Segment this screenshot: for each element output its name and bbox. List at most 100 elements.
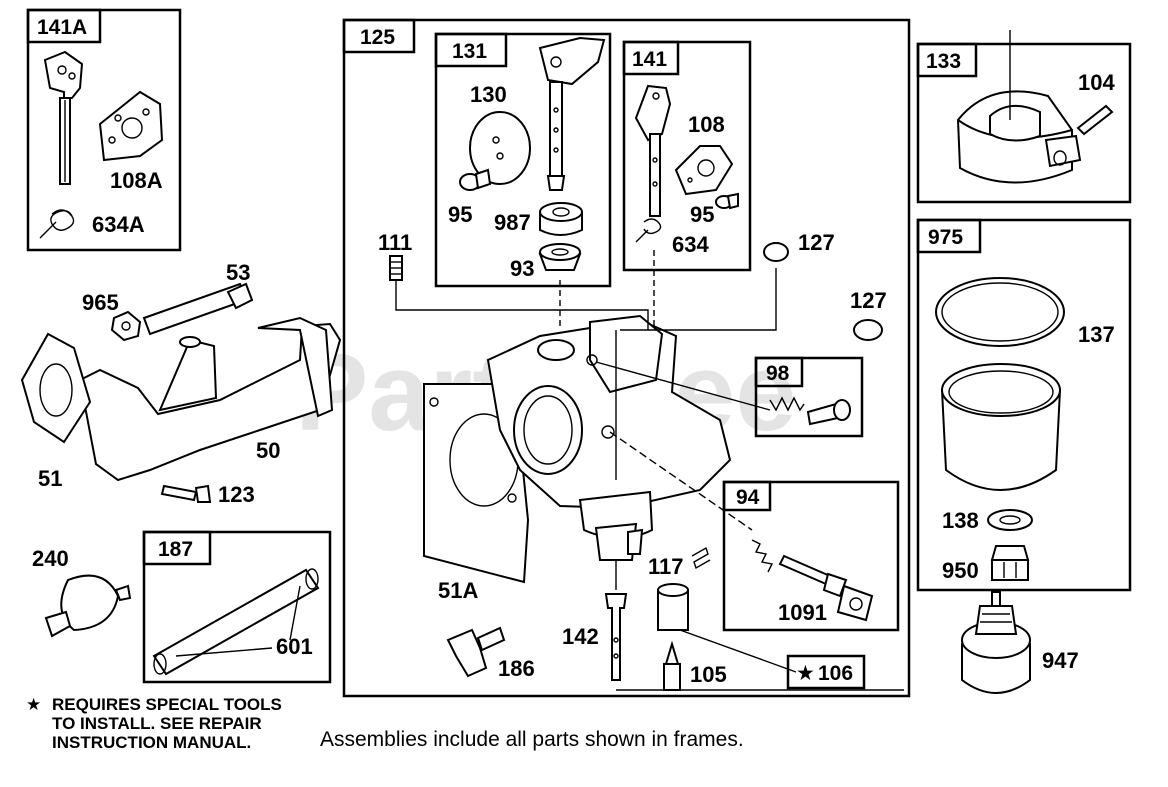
- bolt-123-part: [160, 484, 212, 503]
- screw-95-141-part: [715, 192, 739, 210]
- label-950: 950: [942, 558, 979, 583]
- frame-187: 187 601: [142, 530, 332, 684]
- frame-125: 125: [342, 18, 911, 698]
- nut-965-part: [110, 310, 142, 342]
- label-1091: 1091: [778, 600, 827, 625]
- cap-127-upper-part: [763, 242, 789, 262]
- label-130: 130: [470, 82, 507, 107]
- label-127-lower: 127: [850, 288, 887, 313]
- leader-601-a: [175, 647, 273, 657]
- frame-label-975: 975: [928, 226, 963, 249]
- solenoid-947-part: [961, 591, 1031, 694]
- label-186: 186: [498, 656, 535, 681]
- note-star: ★: [26, 695, 41, 714]
- frame-141: 141 108 95 634: [622, 40, 752, 272]
- leader-601-b: [289, 585, 301, 641]
- label-127-upper: 127: [798, 230, 835, 255]
- fitting-186-part: [446, 626, 506, 678]
- choke-shaft-part: [43, 50, 84, 185]
- bowl-nut-950-part: [990, 545, 1030, 581]
- fuel-filter-240-part: [44, 574, 132, 638]
- label-965: 965: [82, 290, 119, 315]
- note-line-2: TO INSTALL. SEE REPAIR: [52, 714, 262, 733]
- label-50: 50: [256, 438, 280, 463]
- label-51A: 51A: [438, 578, 478, 603]
- seat-105-part: [657, 583, 689, 631]
- choke-shaft-141-part: [634, 84, 672, 217]
- label-51: 51: [38, 466, 62, 491]
- frame-label-98: 98: [766, 362, 790, 385]
- label-240: 240: [32, 546, 69, 571]
- frame-label-141: 141: [632, 48, 667, 71]
- frame-label-106-star: ★: [796, 662, 815, 685]
- spring-94-part: [751, 539, 774, 573]
- label-123: 123: [218, 482, 255, 507]
- label-95-choke: 95: [690, 202, 714, 227]
- float-bowl-part: [940, 363, 1062, 491]
- frame-131: 131: [434, 32, 612, 288]
- frame-label-187: 187: [158, 538, 193, 561]
- frame-133: 133 104: [916, 30, 1132, 204]
- float-133-part: [956, 90, 1082, 184]
- carburetor-body-part: [486, 314, 732, 561]
- frame-label-131: 131: [452, 40, 487, 63]
- pin-111-part: [389, 255, 403, 281]
- spring-634A: [39, 209, 75, 239]
- note-line-3: INSTRUCTION MANUAL.: [52, 733, 251, 752]
- label-105: 105: [690, 662, 727, 687]
- pipe-53-part: [142, 282, 254, 336]
- seal-93-part: [538, 243, 582, 271]
- label-138: 138: [942, 508, 979, 533]
- spring-117-part: [691, 546, 711, 570]
- fuel-line-187-part: [152, 568, 320, 676]
- assemblies-caption: Assemblies include all parts shown in fr…: [320, 728, 744, 751]
- frame-label-141A: 141A: [37, 16, 87, 39]
- label-137: 137: [1078, 322, 1115, 347]
- frame-label-106: 106: [818, 662, 853, 685]
- label-117: 117: [648, 554, 684, 579]
- frame-106: ★ 106: [786, 654, 866, 690]
- nozzle-142-part: [604, 593, 628, 681]
- label-634: 634: [672, 232, 709, 257]
- note-line-1: REQUIRES SPECIAL TOOLS: [52, 695, 282, 714]
- frame-141A: 141A 108A 634A: [26, 8, 182, 252]
- frame-975: 975 137 138 950: [916, 218, 1132, 592]
- label-53: 53: [226, 260, 250, 285]
- throttle-shaft-part: [538, 36, 606, 191]
- spring-98-part: [769, 396, 805, 412]
- choke-plate-141-part: [674, 145, 734, 196]
- label-947: 947: [1042, 648, 1079, 673]
- label-111: 111: [378, 230, 412, 255]
- mixture-screw-1091-part: [778, 554, 874, 622]
- washer-138-part: [987, 509, 1033, 531]
- label-95-throttle: 95: [448, 202, 472, 227]
- pin-104-part: [1076, 104, 1114, 136]
- label-93: 93: [510, 256, 534, 281]
- label-987: 987: [494, 210, 531, 235]
- special-tools-note: ★ REQUIRES SPECIAL TOOLS TO INSTALL. SEE…: [26, 695, 282, 752]
- label-601: 601: [276, 634, 313, 659]
- screw-95-part: [459, 168, 492, 191]
- gasket-137-part: [935, 277, 1065, 347]
- frame-label-94: 94: [736, 486, 760, 509]
- spring-634-part: [635, 218, 662, 243]
- frame-94: 94 1091: [722, 480, 900, 632]
- frame-98: 98: [754, 356, 864, 438]
- cap-127-lower-part: [853, 319, 883, 341]
- intake-manifold-50-part: [78, 316, 342, 482]
- screw-98-part: [806, 399, 851, 426]
- frame-label-125: 125: [360, 26, 395, 49]
- needle-105-part: [663, 640, 681, 691]
- bushing-987-part: [539, 202, 583, 236]
- gasket-51-part: [20, 332, 92, 444]
- label-108A: 108A: [110, 168, 163, 193]
- throttle-plate-part: [469, 111, 531, 185]
- label-634A: 634A: [92, 212, 145, 237]
- label-142: 142: [562, 624, 599, 649]
- choke-plate-part: [98, 90, 164, 162]
- frame-label-133: 133: [926, 50, 961, 73]
- label-104: 104: [1078, 70, 1115, 95]
- label-108: 108: [688, 112, 725, 137]
